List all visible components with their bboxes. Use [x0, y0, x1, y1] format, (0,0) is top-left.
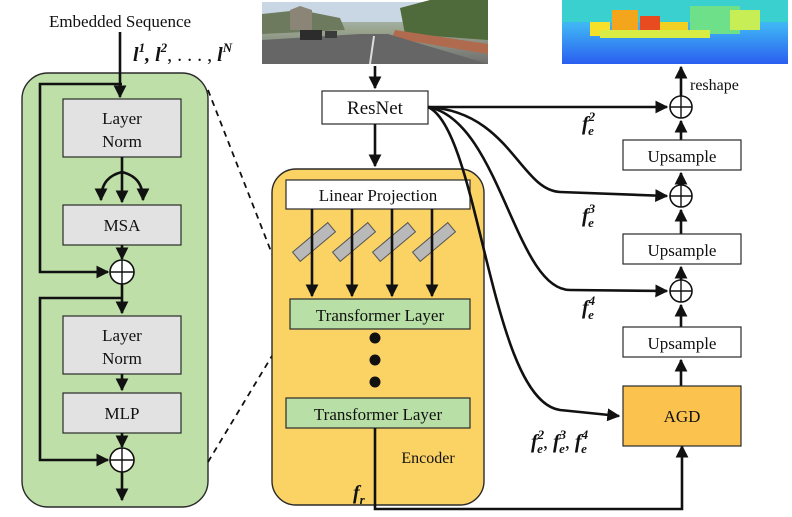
reshape-add-icon	[669, 95, 693, 119]
transformer-layer-bottom-box	[285, 397, 471, 429]
msa-box	[62, 204, 182, 246]
token-sequence: l1, l2, . . . , lN	[133, 40, 233, 66]
layer-norm-2-line1: Layer	[102, 326, 142, 345]
token-l2: l	[155, 44, 161, 66]
mlp-label: MLP	[105, 404, 140, 423]
layer-norm-1-box	[62, 98, 182, 158]
add-node-2-icon	[669, 184, 693, 208]
skip-agd	[427, 105, 621, 422]
layer-norm-1-line2: Norm	[102, 132, 142, 151]
upsample-2-label: Upsample	[648, 241, 717, 260]
patch-tokens	[291, 221, 457, 263]
svg-text:l1, l2, . . . , lN: l1, l2, . . . , lN	[133, 40, 233, 66]
transformer-layer-top-box	[289, 298, 471, 330]
upsample-1-label: Upsample	[648, 147, 717, 166]
layer-norm-1-line1: Layer	[102, 109, 142, 128]
token-l1: l	[133, 44, 139, 66]
resnet-label: ResNet	[347, 98, 404, 119]
residual-add-2-icon	[109, 447, 135, 473]
ellipsis-dots	[369, 332, 381, 388]
token-ellipsis: , . . . ,	[167, 44, 212, 66]
linear-projection-label: Linear Projection	[319, 186, 438, 205]
upsample-3-box	[622, 326, 742, 358]
token-l1-sup: 1	[139, 40, 146, 55]
upsample-1-box	[622, 139, 742, 171]
input-road-image	[262, 0, 488, 65]
encoder-label: Encoder	[401, 450, 455, 467]
upsample-3-label: Upsample	[648, 334, 717, 353]
token-l2-sup: 2	[160, 40, 168, 55]
fr-label: fr	[353, 482, 366, 507]
skip-fe3	[427, 105, 669, 203]
token-lN-sup: N	[222, 40, 233, 55]
msa-label: MSA	[104, 216, 142, 235]
reshape-label: reshape	[690, 77, 739, 94]
skip-fe4	[427, 105, 669, 298]
upsample-2-box	[622, 233, 742, 265]
add-node-3-icon	[669, 279, 693, 303]
agd-box	[622, 385, 742, 447]
token-lN: l	[217, 44, 223, 66]
layer-norm-2-box	[62, 315, 182, 375]
mlp-box	[62, 392, 182, 434]
depth-map-output	[562, 0, 788, 64]
transformer-layer-bottom-label: Transformer Layer	[314, 405, 443, 424]
embedded-sequence-title: Embedded Sequence	[49, 12, 191, 31]
residual-add-1-icon	[109, 259, 135, 285]
agd-label: AGD	[664, 407, 701, 426]
transformer-layer-top-label: Transformer Layer	[316, 306, 445, 325]
resnet-box	[321, 90, 429, 125]
layer-norm-2-line2: Norm	[102, 349, 142, 368]
